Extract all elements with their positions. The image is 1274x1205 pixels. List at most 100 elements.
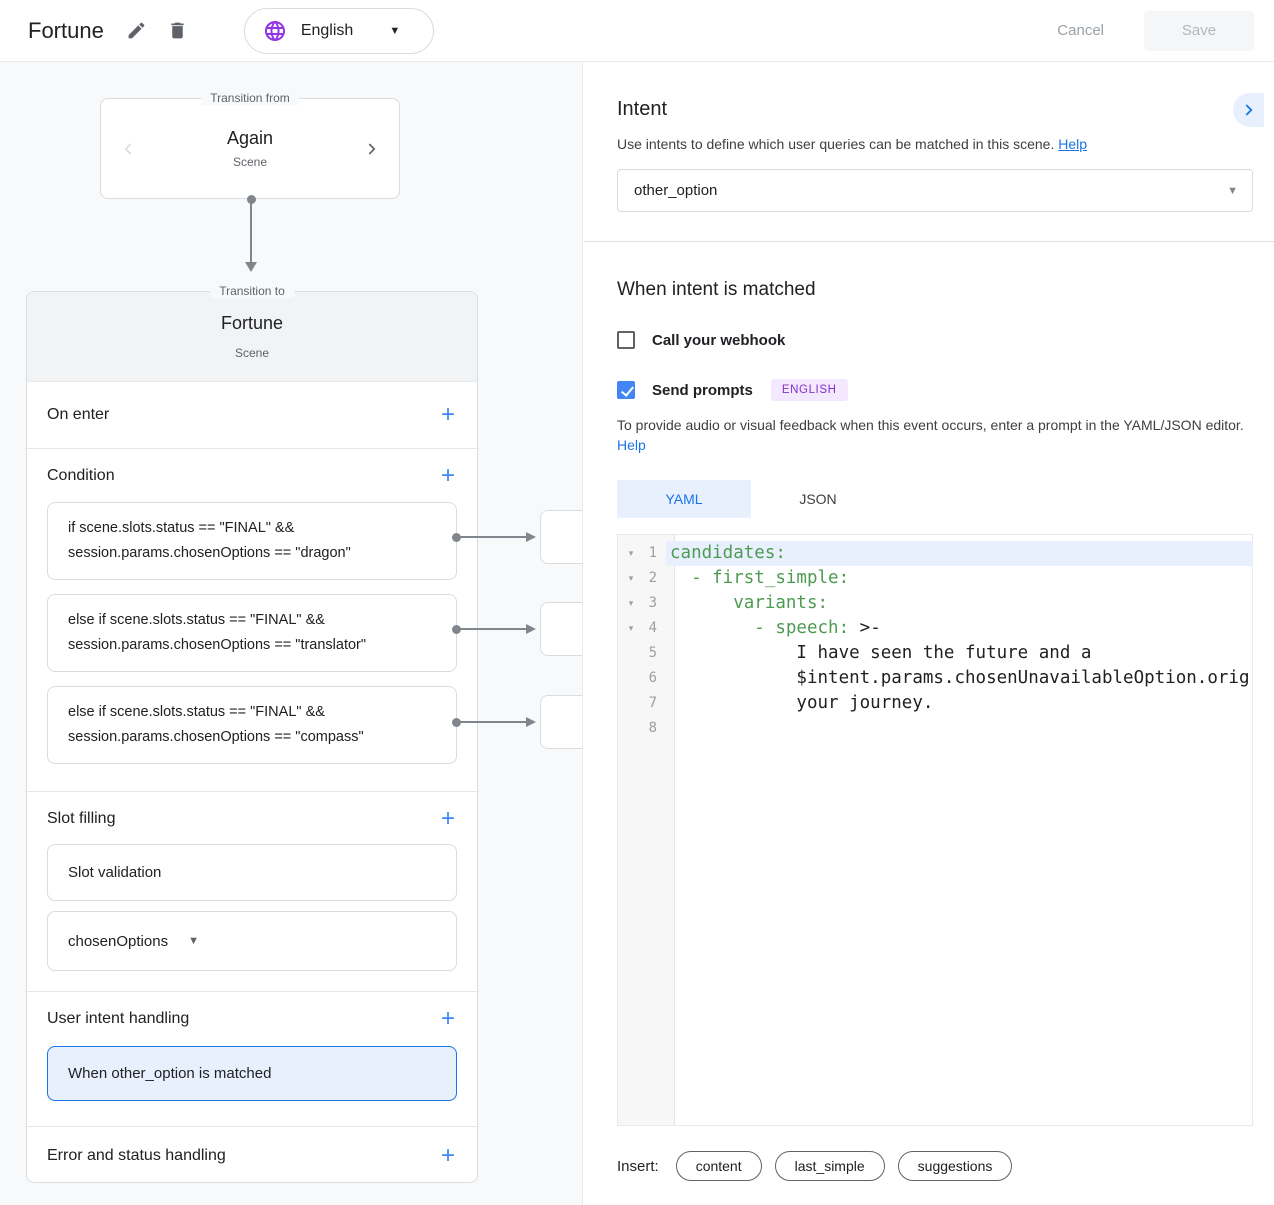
save-button[interactable]: Save [1144,10,1254,51]
tab-json[interactable]: JSON [751,480,885,518]
add-on-enter-button[interactable]: + [440,401,455,428]
code-line: ▾ 1 candidates: [618,541,1252,566]
language-label: English [300,21,354,39]
collapse-panel-button[interactable] [1233,93,1264,127]
condition-text: session.params.chosenOptions == "dragon" [68,545,351,561]
fold-arrow-icon[interactable]: ▾ [628,623,634,633]
yaml-key: - speech: [670,618,850,638]
transition-target-card[interactable] [540,695,582,749]
condition-connector [452,623,540,635]
line-number: 7 [648,695,657,711]
caret-down-icon: ▼ [1227,184,1238,197]
insert-toolbar: Insert: content last_simple suggestions [617,1151,1253,1181]
fold-arrow-icon[interactable]: ▾ [628,598,634,608]
fold-arrow-icon [618,641,644,666]
language-selector[interactable]: English ▼ [243,7,434,54]
slot-validation-label: Slot validation [68,864,162,881]
add-intent-handler-button[interactable]: + [440,1005,455,1032]
section-error-handling: Error and status handling + [27,1126,477,1184]
condition-label: Condition [47,467,115,484]
editor-gutter [618,535,675,1125]
condition-item[interactable]: else if scene.slots.status == "FINAL" &&… [47,594,457,672]
scene-card-fortune: Transition to Fortune Scene On enter + C… [26,284,478,1184]
intent-handler-label: When other_option is matched [68,1065,272,1082]
top-bar: Fortune English ▼ Cancel Save [0,0,1274,62]
code-line: 8 [618,716,1252,741]
prompt-help-link[interactable]: Help [617,437,646,453]
code-line: ▾ 4 - speech: >- [618,616,1252,641]
delete-scene-button[interactable] [163,16,192,45]
send-prompts-label: Send prompts [652,381,753,399]
add-slot-button[interactable]: + [440,805,455,832]
webhook-row: Call your webhook [617,331,1253,349]
intent-dropdown[interactable]: other_option ▼ [617,169,1253,212]
send-prompts-checkbox[interactable] [617,381,635,399]
insert-suggestions-chip[interactable]: suggestions [897,1151,1013,1181]
slot-dropdown[interactable]: chosenOptions ▼ [47,911,457,971]
insert-content-chip[interactable]: content [675,1151,762,1181]
condition-text: else if scene.slots.status == "FINAL" && [68,704,325,720]
line-number: 1 [648,545,657,561]
language-badge: ENGLISH [770,379,848,401]
tab-yaml[interactable]: YAML [617,480,751,518]
yaml-text: $intent.params.chosenUnavailableOption.o… [670,668,1250,688]
condition-connector [452,716,540,728]
insert-label: Insert: [617,1157,659,1175]
to-scene-name: Fortune [220,313,284,333]
scene-graph-canvas: Transition from Again Scene Transition t… [0,62,583,1205]
condition-text: if scene.slots.status == "FINAL" && [68,520,295,536]
edit-title-button[interactable] [122,16,151,45]
user-intent-handling-label: User intent handling [47,1010,190,1027]
yaml-key: - first_simple: [670,568,850,588]
fold-arrow-icon [618,691,644,716]
from-scene-name: Again [226,128,274,148]
call-webhook-checkbox[interactable] [617,331,635,349]
trash-icon [167,20,188,41]
condition-item[interactable]: if scene.slots.status == "FINAL" && sess… [47,502,457,580]
insert-last-simple-chip[interactable]: last_simple [774,1151,885,1181]
when-intent-matched-title: When intent is matched [617,279,816,300]
intent-handler-item-selected[interactable]: When other_option is matched [47,1046,457,1101]
yaml-code-editor[interactable]: ▾ 1 candidates: ▾ 2 - first_simple: ▾ 3 … [617,534,1253,1126]
condition-item[interactable]: else if scene.slots.status == "FINAL" &&… [47,686,457,764]
scene-card-header: Fortune Scene [27,292,477,381]
send-prompts-row: Send prompts ENGLISH [617,379,1253,401]
caret-down-icon: ▼ [389,24,401,37]
add-error-handler-button[interactable]: + [440,1141,455,1169]
transition-from-card[interactable]: Transition from Again Scene [100,91,400,199]
condition-text: else if scene.slots.status == "FINAL" && [68,612,325,628]
next-scene-button[interactable] [361,138,383,160]
slot-filling-label: Slot filling [47,810,116,827]
fold-arrow-icon [618,666,644,691]
panel-divider [584,241,1274,242]
editor-tabs: YAML JSON [617,480,1253,518]
code-line: 7 your journey. [618,691,1252,716]
slot-validation-item[interactable]: Slot validation [47,844,457,901]
condition-text: session.params.chosenOptions == "compass… [68,729,364,745]
call-webhook-label: Call your webhook [652,331,786,349]
previous-scene-button[interactable] [117,138,139,160]
transition-from-legend: Transition from [201,91,299,105]
add-condition-button[interactable]: + [440,462,455,489]
cancel-button[interactable]: Cancel [1031,12,1130,49]
yaml-text: >- [849,618,881,638]
intent-editor-panel: Intent Use intents to define which user … [584,62,1274,1205]
slot-name: chosenOptions [68,932,169,950]
chevron-left-icon [119,140,137,158]
chevron-right-icon [363,140,381,158]
chevron-right-icon [1240,101,1258,119]
on-enter-label: On enter [47,406,110,423]
fold-arrow-icon[interactable]: ▾ [628,573,634,583]
transition-target-card[interactable] [540,602,582,656]
transition-target-card[interactable] [540,510,582,564]
code-line: 5 I have seen the future and a [618,641,1252,666]
line-number: 8 [648,720,657,736]
yaml-text: your journey. [670,693,934,713]
intent-help-link[interactable]: Help [1058,136,1088,152]
pencil-icon [126,20,147,41]
fold-arrow-icon[interactable]: ▾ [628,548,634,558]
intent-description: Use intents to define which user queries… [617,136,1253,152]
transition-to-legend: Transition to [210,284,294,298]
condition-connector [452,531,540,543]
section-user-intent-handling: User intent handling + When other_option… [27,991,477,1126]
